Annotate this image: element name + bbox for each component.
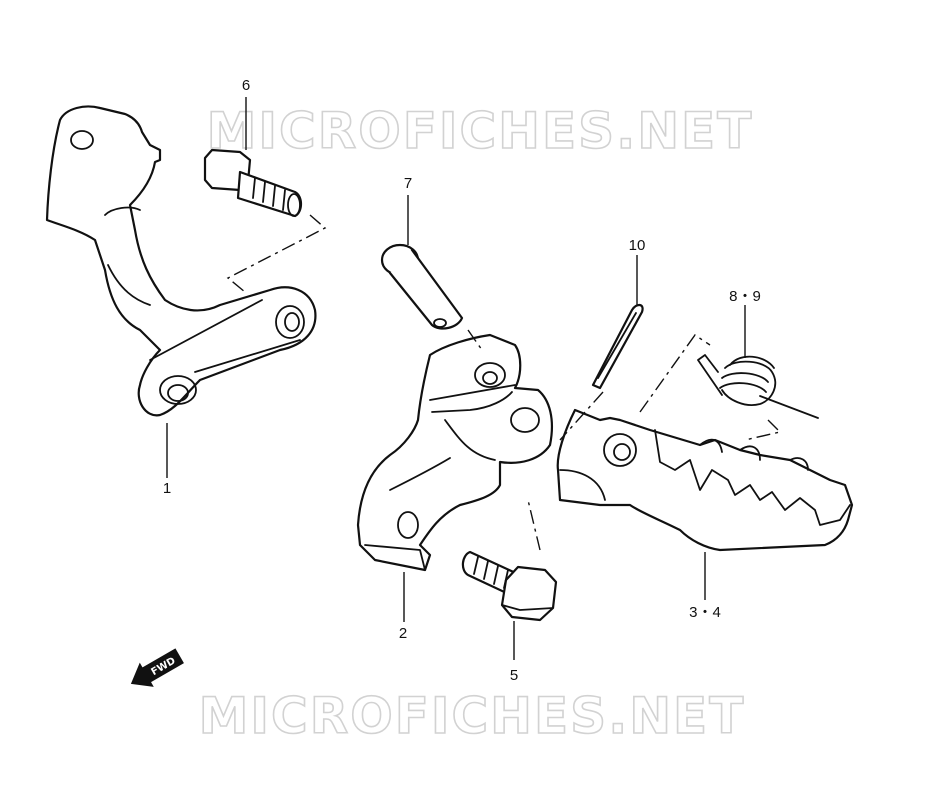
callout-7: 7	[404, 175, 412, 192]
part-10-cotter-pin	[591, 303, 644, 390]
callout-10: 10	[629, 237, 646, 254]
install-line-spring	[639, 334, 782, 441]
part-2-pin-hole	[474, 362, 506, 388]
install-line-bolt-5	[527, 499, 541, 551]
part-3-4-pivot-hole	[603, 433, 637, 467]
part-5-flange-bolt	[461, 550, 558, 622]
callout-2: 2	[399, 625, 407, 642]
part-7-pin	[380, 243, 464, 330]
part-1-footrest-bracket	[45, 105, 317, 417]
callout-8-9: 8・9	[729, 288, 761, 305]
part-8-9-spring	[697, 354, 819, 419]
watermark-top: MICROFICHES.NET	[207, 102, 754, 160]
install-line-cotter-10	[559, 391, 604, 441]
fwd-direction-arrow: FWD	[130, 648, 184, 687]
install-line-bolt-6	[226, 214, 327, 293]
part-2-footrest-bracket	[356, 333, 554, 572]
callout-6: 6	[242, 77, 250, 94]
part-1-upper-mount-hole	[70, 130, 94, 150]
part-1-link-hole	[275, 305, 305, 339]
callout-3-4: 3・4	[689, 604, 721, 621]
callout-5: 5	[510, 667, 518, 684]
part-2-pivot-hole	[510, 407, 540, 433]
part-6-flange-bolt	[203, 148, 303, 218]
watermark-bottom: MICROFICHES.NET	[199, 687, 746, 745]
install-line-pin-7	[467, 329, 483, 351]
part-3-4-footpeg	[556, 408, 854, 552]
callout-1: 1	[163, 480, 171, 497]
part-1-footpeg-pivot-hole	[159, 375, 197, 405]
